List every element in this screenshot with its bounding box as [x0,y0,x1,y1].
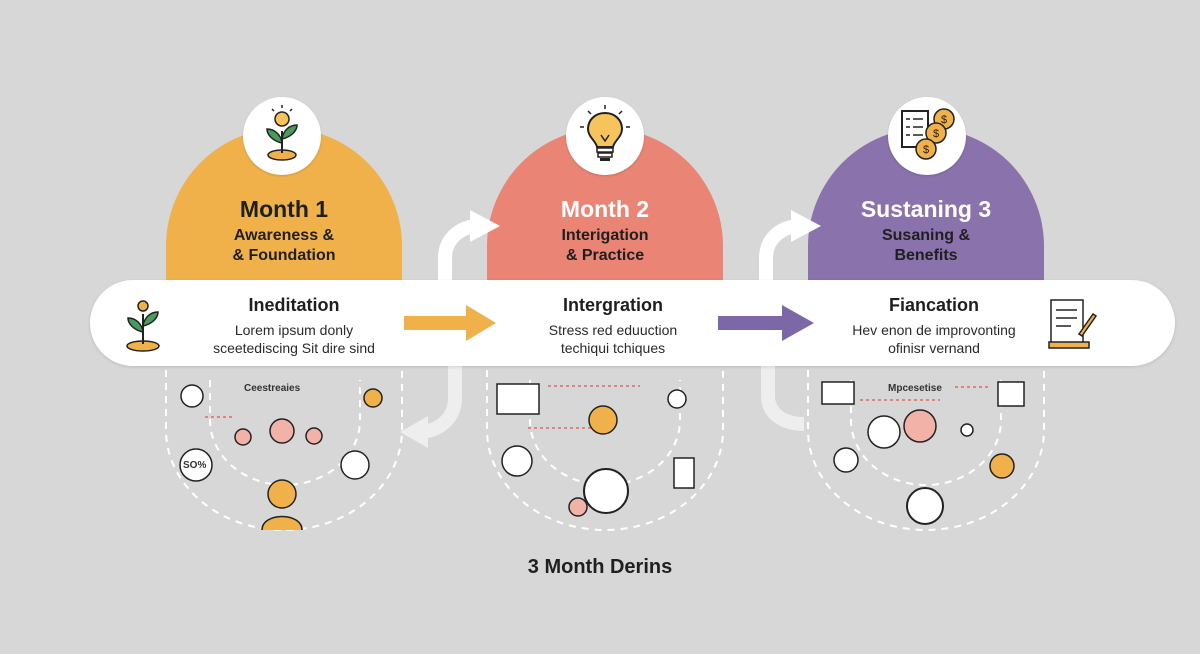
growth-person-icon [833,447,859,473]
arrow-right-purple [718,305,814,341]
target-icon [269,418,295,444]
coins-icon [989,453,1015,479]
stage-subtitle: Awareness & & Foundation [232,227,336,264]
curve-arrowhead-down-1 [400,416,428,448]
band-text: Hev enon de improvonting ofinisr vernand [852,322,1016,356]
document-pen-icon [1048,299,1097,349]
stage-3-medal: $ $ $ [888,97,966,175]
band-heading: Fiancation [888,295,979,315]
svg-text:$: $ [933,128,939,140]
person-icon [267,479,297,509]
band-heading: Ineditation [248,295,340,315]
diagram-footer-title: 3 Month Derins [527,556,673,578]
big-dollar-icon [583,468,629,514]
dollar-coin-icon [501,445,533,477]
band-segment-2: Intergration Stress red eduuction techiq… [463,280,763,357]
stage-detail-band: Ineditation Lorem ipsum donly sceetedisc… [90,280,1175,366]
stopwatch-dollar-icon [906,487,944,525]
stage-title: Month 1 [239,196,329,222]
checklist-coins-icon: $ $ $ [901,108,955,160]
band-segment-1: Ineditation Lorem ipsum donly sceetedisc… [144,280,444,357]
svg-text:$: $ [941,114,947,126]
people-icon [180,384,204,408]
code-window-icon [496,383,540,415]
chart-up-icon [997,381,1025,407]
bulb-small-icon [363,388,383,408]
band-text: Lorem ipsum donly sceetediscing Sit dire… [213,322,375,356]
bubble-1-label: Ceestreaies [244,383,301,394]
curve-arrowhead-up-1 [470,210,500,242]
band-heading: Intergration [562,295,663,315]
bulb-medium-icon [588,405,618,435]
money-card-icon [821,381,855,405]
curve-arrowhead-up-2 [791,210,821,242]
stage-title: Month 2 [560,196,650,222]
curve-arrow-down-2 [761,366,805,431]
bubble-3-label: Mpcesetise [888,383,942,394]
head-bulb-icon [340,450,370,480]
coin-stack-icon [673,457,695,489]
pulse-icon [867,415,901,449]
seedling-icon [126,300,160,352]
stage-1-medal [243,97,321,175]
rose-icon [568,497,588,517]
sprout-bulb-icon [266,105,298,161]
band-segment-3: Fiancation Hev enon de improvonting ofin… [784,280,1084,357]
network-icon [960,423,974,437]
svg-text:$: $ [923,144,929,156]
minus-icon [305,427,323,445]
band-text: Stress red eduuction techiqui tchiques [548,322,678,356]
bubble-inner-3 [850,380,1002,486]
stage-title: Sustaning 3 [860,196,992,222]
stage-2-medal [566,97,644,175]
percent-icon [179,448,213,482]
heart-icon [234,428,252,446]
discount-icon [903,409,937,443]
bulb-outline-icon [667,389,687,409]
stage-subtitle: Interigation & Practice [561,227,649,264]
lightbulb-icon [580,105,630,161]
arrow-right-orange [404,305,496,341]
stage-subtitle: Susaning & Benefits [881,227,970,264]
bubble-1-percent: SO% [183,460,206,471]
person-body-icon [261,515,303,531]
